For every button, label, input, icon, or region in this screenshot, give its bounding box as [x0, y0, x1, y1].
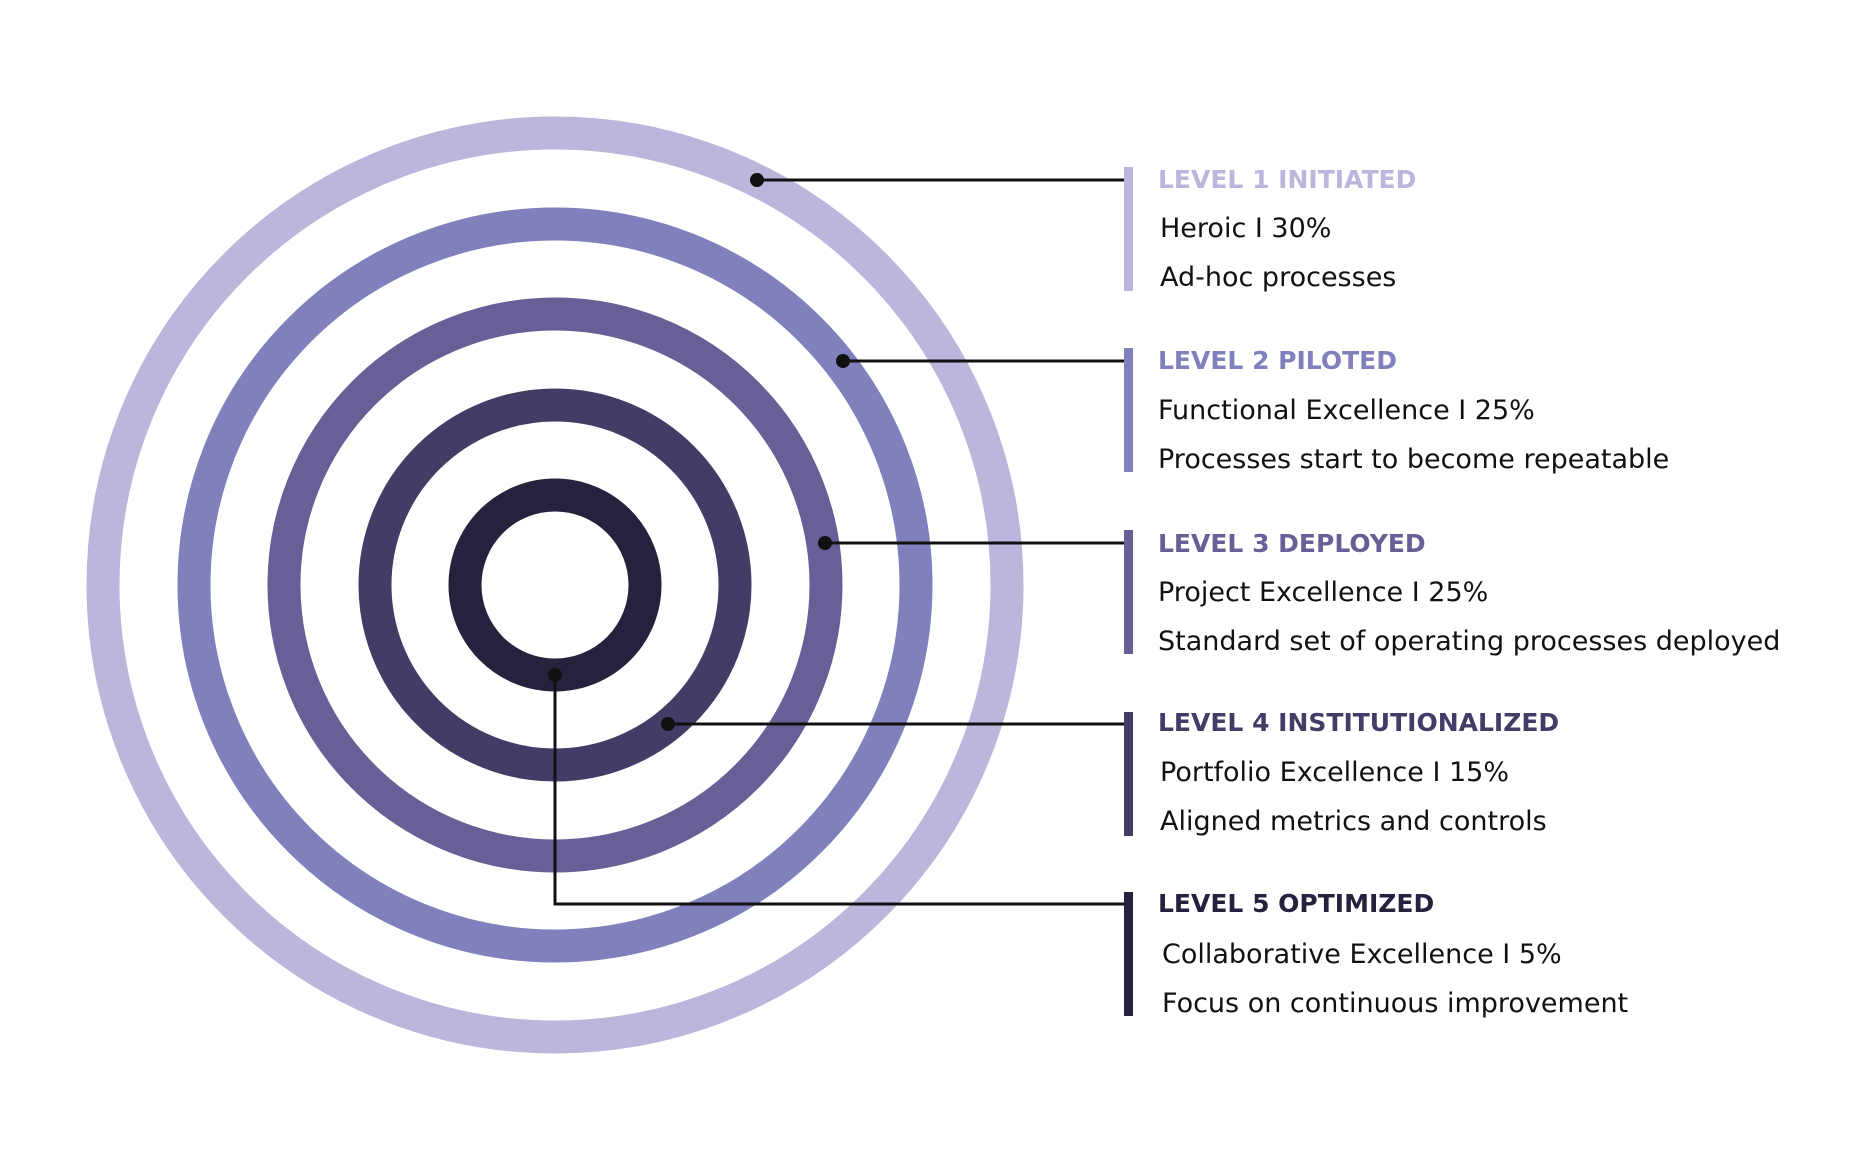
ring-level-5	[448, 478, 662, 692]
dot-level-2	[836, 354, 850, 368]
level-line-1: Portfolio Excellence I 15%	[1160, 757, 1509, 788]
dot-level-4	[661, 717, 675, 731]
level-block-1: LEVEL 1 INITIATED Heroic I 30% Ad-hoc pr…	[1124, 165, 1416, 293]
level-line-2: Ad-hoc processes	[1160, 262, 1396, 293]
dot-level-3	[818, 536, 832, 550]
level-line-1: Project Excellence I 25%	[1158, 577, 1488, 608]
dot-level-1	[750, 173, 764, 187]
level-bar-3	[1124, 530, 1133, 654]
ring-level-2	[177, 207, 933, 963]
connector-dots	[548, 173, 850, 731]
level-title: LEVEL 2 PILOTED	[1158, 346, 1397, 375]
dot-level-5	[548, 668, 562, 682]
connectors	[553, 178, 1126, 906]
level-title: LEVEL 4 INSTITUTIONALIZED	[1158, 708, 1559, 737]
level-line-2: Aligned metrics and controls	[1160, 806, 1547, 837]
level-line-1: Heroic I 30%	[1160, 213, 1331, 244]
connector-level-5	[553, 675, 1126, 906]
level-line-2: Standard set of operating processes depl…	[1158, 626, 1780, 657]
level-block-5: LEVEL 5 OPTIMIZED Collaborative Excellen…	[1124, 889, 1628, 1019]
level-block-3: LEVEL 3 DEPLOYED Project Excellence I 25…	[1124, 529, 1780, 657]
level-line-1: Functional Excellence I 25%	[1158, 395, 1535, 426]
level-line-2: Processes start to become repeatable	[1158, 444, 1669, 475]
ring-level-1	[86, 116, 1024, 1054]
level-bar-4	[1124, 712, 1133, 836]
level-title: LEVEL 1 INITIATED	[1158, 165, 1416, 194]
level-bar-2	[1124, 348, 1133, 472]
level-block-2: LEVEL 2 PILOTED Functional Excellence I …	[1124, 346, 1669, 475]
level-title: LEVEL 3 DEPLOYED	[1158, 529, 1426, 558]
level-title: LEVEL 5 OPTIMIZED	[1158, 889, 1434, 918]
level-block-4: LEVEL 4 INSTITUTIONALIZED Portfolio Exce…	[1124, 708, 1559, 837]
level-bar-5	[1124, 892, 1133, 1016]
level-line-1: Collaborative Excellence I 5%	[1162, 939, 1562, 970]
level-bar-1	[1124, 167, 1133, 291]
level-line-2: Focus on continuous improvement	[1162, 988, 1628, 1019]
